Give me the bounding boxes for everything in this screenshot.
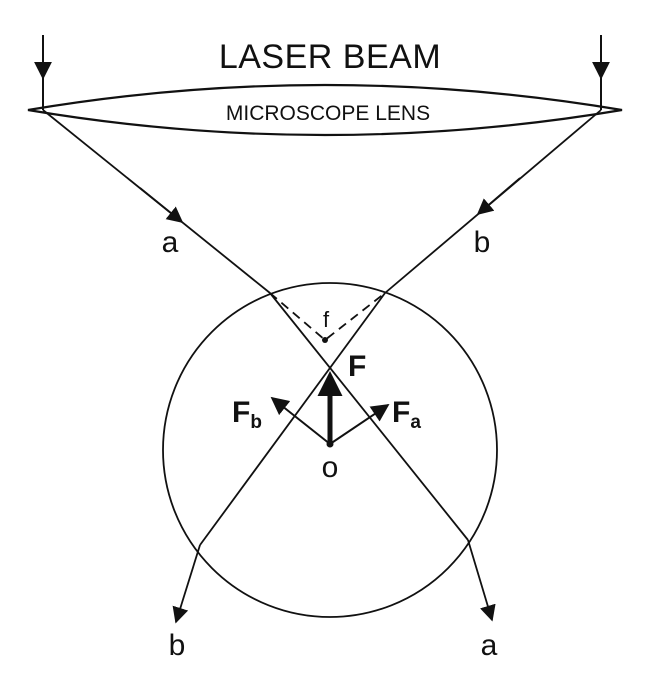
ray-a-label-top: a bbox=[162, 226, 179, 259]
force-b-label-sub: b bbox=[250, 412, 262, 433]
ray-a-outgoing bbox=[467, 539, 496, 622]
ray-b-label-bottom: b bbox=[169, 629, 186, 662]
force-b-label: Fb bbox=[232, 396, 262, 433]
force-a-arrow bbox=[329, 403, 390, 445]
bead-sphere bbox=[162, 282, 498, 618]
ray-b-label-top: b bbox=[474, 226, 491, 259]
ray-b-inside bbox=[199, 292, 386, 546]
ray-a-incoming-arrow bbox=[139, 187, 184, 224]
ray-a-inside bbox=[269, 292, 469, 541]
ray-b-incoming-arrow bbox=[476, 177, 521, 216]
force-b-arrow bbox=[270, 396, 331, 445]
bead-center-point bbox=[326, 440, 334, 448]
ray-b-outgoing bbox=[172, 544, 201, 624]
net-force-label: F bbox=[348, 350, 366, 383]
microscope-lens-label: MICROSCOPE LENS bbox=[226, 102, 430, 125]
ray-a-label-bottom: a bbox=[481, 629, 498, 662]
microscope-lens bbox=[27, 83, 623, 137]
force-a-label: Fa bbox=[392, 396, 421, 433]
laser-beam-title: LASER BEAM bbox=[219, 38, 441, 76]
center-label: o bbox=[322, 451, 339, 484]
force-a-label-main: F bbox=[392, 396, 410, 429]
focus-dashed-lines bbox=[269, 292, 386, 342]
force-b-label-main: F bbox=[232, 396, 250, 429]
force-a-label-sub: a bbox=[410, 412, 421, 433]
focus-label: f bbox=[323, 307, 330, 332]
focus-point bbox=[322, 337, 328, 343]
